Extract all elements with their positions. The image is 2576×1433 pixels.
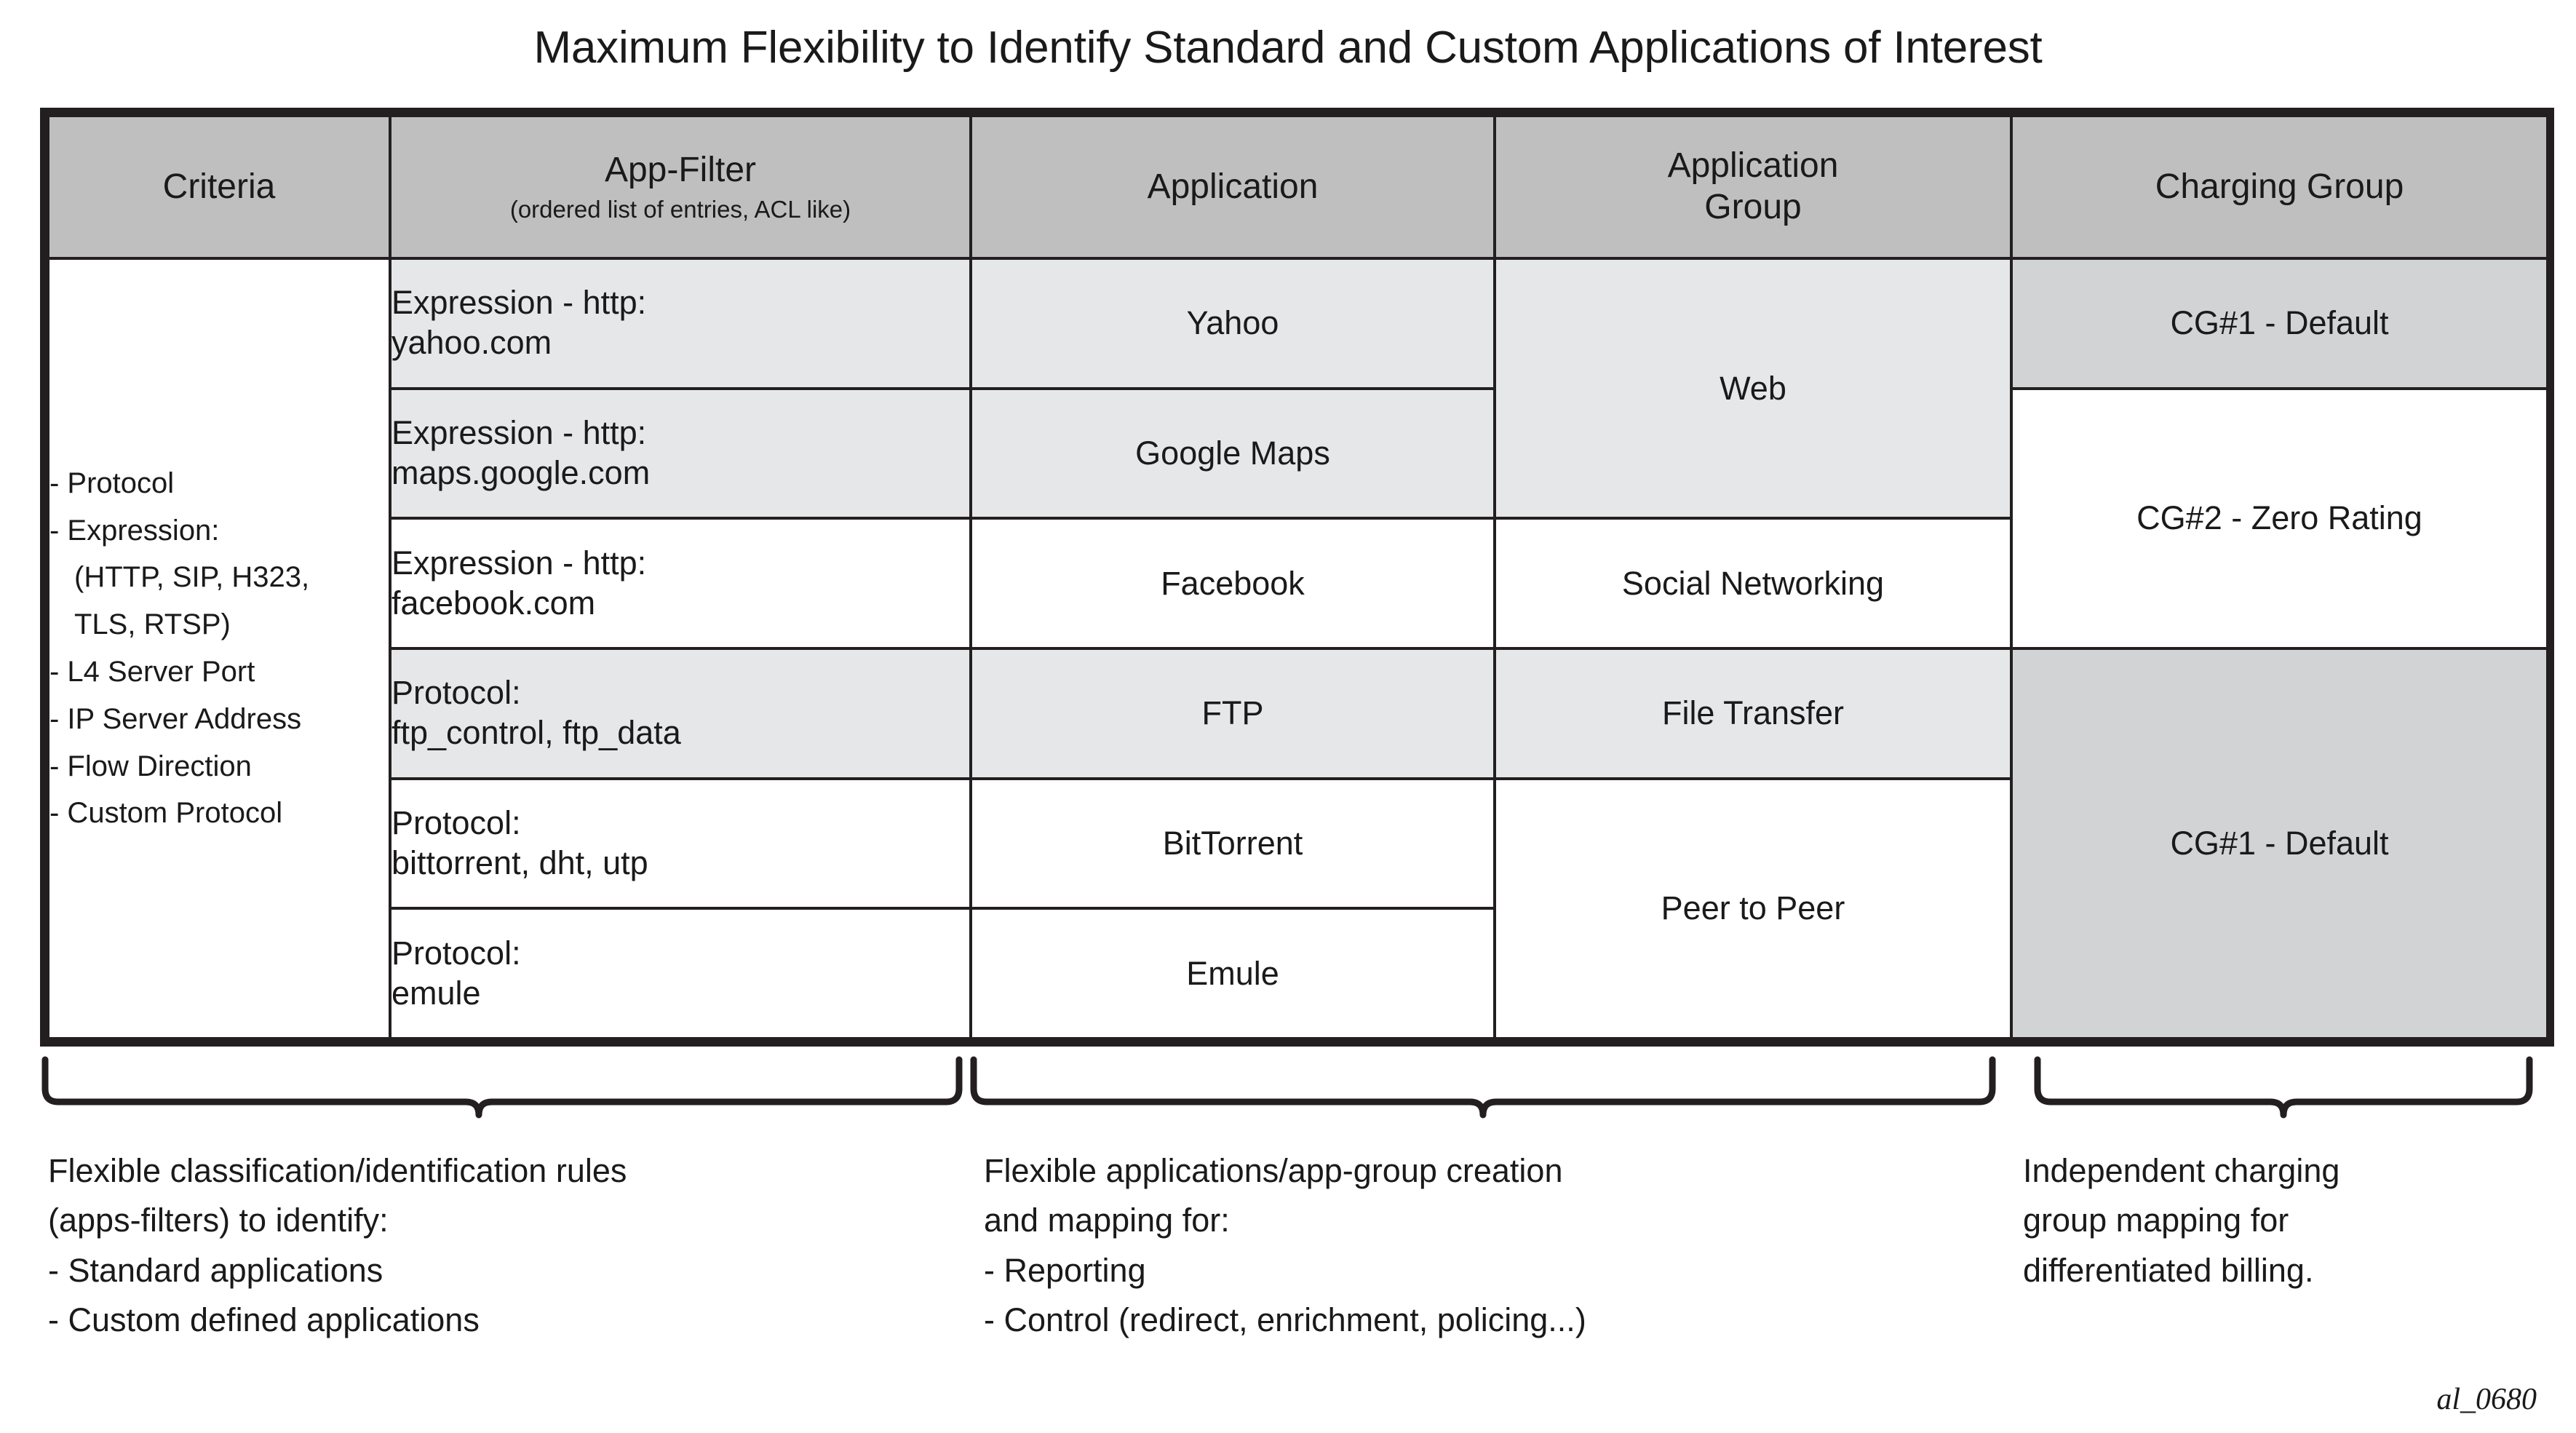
app-filter-line2: emule: [391, 974, 481, 1012]
app-filter-cell: Protocol: emule: [389, 907, 972, 1040]
table-row: Protocol: bittorrent, dht, utp BitTorren…: [48, 777, 2548, 1041]
app-filter-line1: Expression - http:: [391, 544, 647, 581]
criteria-item: - IP Server Address: [49, 702, 302, 735]
column-header-application-group-label: Application Group: [1667, 146, 1839, 226]
figure-title: Maximum Flexibility to Identify Standard…: [533, 23, 2043, 73]
app-filter-cell: Expression - http: maps.google.com: [389, 386, 972, 520]
criteria-item: (HTTP, SIP, H323,: [74, 561, 310, 594]
brace-group: [41, 1056, 2533, 1119]
app-filter-line1: Expression - http:: [391, 414, 647, 452]
application-cell: FTP: [969, 646, 1496, 780]
application-group-cell: Social Networking: [1493, 517, 2013, 650]
column-header-application-group: Application Group: [1493, 114, 2013, 260]
charging-group-cell: CG#2 - Zero Rating: [2010, 386, 2549, 650]
criteria-item: - Protocol: [49, 467, 175, 499]
application-group-cell: Peer to Peer: [1493, 777, 2013, 1041]
app-filter-cell: Expression - http: facebook.com: [389, 517, 972, 650]
charging-group-cell: CG#1 - Default: [2010, 257, 2549, 390]
table-grid: Criteria App-Filter (ordered list of ent…: [47, 114, 2549, 1041]
criteria-cell: - Protocol - Expression: (HTTP, SIP, H32…: [47, 257, 391, 1040]
figure-code-label: al_0680: [2436, 1383, 2537, 1416]
application-cell: Emule: [969, 907, 1496, 1040]
column-header-application-label: Application: [1147, 167, 1319, 206]
application-cell: Yahoo: [969, 257, 1496, 390]
application-group-cell: File Transfer: [1493, 646, 2013, 780]
table-row: Protocol: emule Emule: [48, 907, 2548, 1040]
app-filter-line1: Protocol:: [391, 934, 521, 972]
application-cell: Google Maps: [969, 386, 1496, 520]
charging-group-cell: CG#1 - Default: [2010, 646, 2549, 1041]
app-filter-cell: Protocol: ftp_control, ftp_data: [389, 646, 972, 780]
column-header-charging-group-label: Charging Group: [2155, 167, 2404, 206]
application-cell: BitTorrent: [969, 777, 1496, 910]
header-row: Criteria App-Filter (ordered list of ent…: [47, 114, 2549, 260]
classification-table: Criteria App-Filter (ordered list of ent…: [40, 108, 2554, 1047]
criteria-item: - L4 Server Port: [49, 656, 255, 688]
app-filter-line1: Protocol:: [391, 804, 521, 842]
caption-group: Flexible classification/identification r…: [0, 1146, 2576, 1386]
caption-charging-group: Independent charging group mapping for d…: [2023, 1152, 2340, 1289]
app-filter-line2: maps.google.com: [391, 453, 651, 491]
column-header-criteria: Criteria: [47, 114, 391, 260]
table-row: Expression - http: maps.google.com Googl…: [48, 386, 2549, 650]
caption-app-group: Flexible applications/app-group creation…: [984, 1152, 1586, 1339]
table-body: - Protocol - Expression: (HTTP, SIP, H32…: [47, 256, 2549, 1041]
table-header: Criteria App-Filter (ordered list of ent…: [47, 114, 2549, 260]
app-filter-line2: bittorrent, dht, utp: [391, 843, 648, 881]
brace-right-icon: [2034, 1056, 2533, 1119]
app-filter-line1: Expression - http:: [391, 284, 647, 322]
column-header-criteria-label: Criteria: [162, 167, 276, 206]
criteria-item: TLS, RTSP): [74, 608, 231, 641]
table-row: Expression - http: facebook.com Facebook…: [48, 517, 2548, 650]
brace-middle-icon: [970, 1056, 1996, 1119]
table-row: Protocol: ftp_control, ftp_data FTP File…: [48, 646, 2549, 1041]
app-filter-cell: Protocol: bittorrent, dht, utp: [389, 777, 972, 910]
app-filter-line2: yahoo.com: [391, 324, 552, 362]
app-filter-line1: Protocol:: [391, 674, 521, 712]
table-row: - Protocol - Expression: (HTTP, SIP, H32…: [47, 256, 2549, 1040]
column-header-app-filter: App-Filter (ordered list of entries, ACL…: [389, 114, 972, 260]
app-filter-line2: facebook.com: [391, 584, 596, 622]
application-cell: Facebook: [969, 517, 1496, 650]
column-header-app-filter-sublabel: (ordered list of entries, ACL like): [509, 195, 851, 223]
criteria-item: - Custom Protocol: [49, 797, 283, 830]
brace-left-icon: [41, 1056, 963, 1119]
column-header-charging-group: Charging Group: [2010, 114, 2549, 260]
criteria-item: - Flow Direction: [49, 750, 252, 782]
caption-classification: Flexible classification/identification r…: [48, 1152, 627, 1339]
column-header-app-filter-label: App-Filter: [604, 151, 757, 190]
application-group-cell: Web: [1493, 256, 2013, 520]
criteria-item: - Expression:: [49, 514, 220, 547]
column-header-application: Application: [969, 114, 1496, 260]
app-filter-cell: Expression - http: yahoo.com: [389, 257, 972, 390]
app-filter-line2: ftp_control, ftp_data: [391, 714, 681, 752]
